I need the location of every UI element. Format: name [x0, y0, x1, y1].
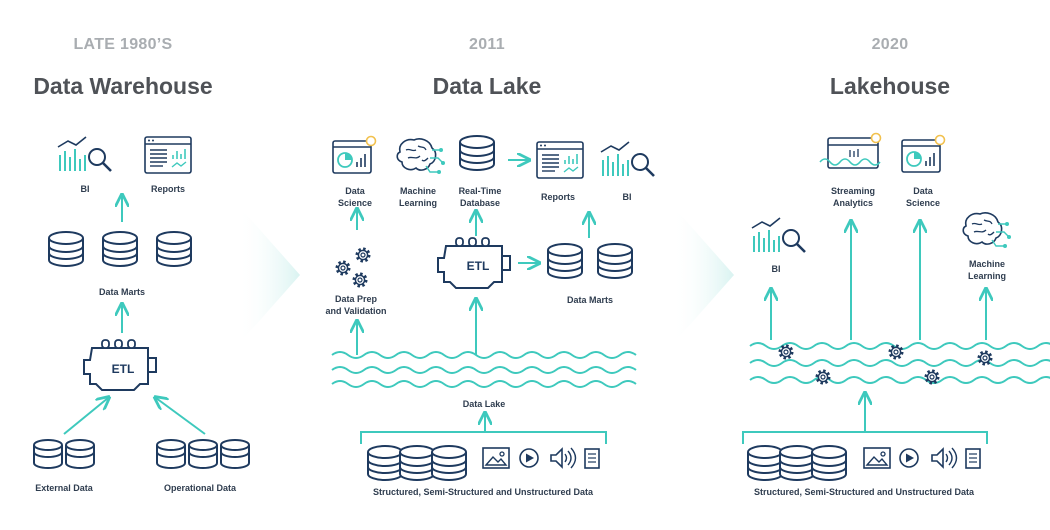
- lake-title: Data Lake: [432, 73, 542, 99]
- lakehouse-data-science-label: Data Science: [905, 186, 941, 208]
- image-icon: [863, 447, 891, 469]
- data-mart-db-icon: [547, 243, 583, 279]
- sources-bracket: [742, 431, 988, 444]
- data-mart-db-icon: [156, 231, 192, 267]
- video-icon: [519, 448, 539, 468]
- lakehouse-machine-learning-label: Machine Learning: [967, 259, 1006, 281]
- data-science-icon: [332, 135, 377, 174]
- operational-db-icon: [156, 439, 186, 469]
- lake-era: 2011: [469, 36, 505, 53]
- realtime-database-icon: [459, 135, 495, 171]
- warehouse-title: Data Warehouse: [33, 73, 213, 99]
- lake-machine-learning-label: Machine Learning: [398, 186, 437, 208]
- data-lake-waves: [331, 351, 637, 388]
- document-icon: [965, 448, 981, 469]
- lakehouse-sources-label: Structured, Semi-Structured and Unstruct…: [753, 487, 975, 497]
- warehouse-datamarts-label: Data Marts: [98, 287, 145, 297]
- source-db-icon: [747, 445, 783, 481]
- operational-db-icon: [188, 439, 218, 469]
- lake-reports-label: Reports: [540, 192, 575, 202]
- data-mart-db-icon: [48, 231, 84, 267]
- reports-icon: [536, 141, 584, 179]
- source-db-icon: [399, 445, 435, 481]
- external-db-icon: [65, 439, 95, 469]
- gears-icon: [335, 247, 371, 288]
- bi-icon: [599, 140, 656, 178]
- external-data-label: External Data: [35, 483, 93, 493]
- source-db-icon: [779, 445, 815, 481]
- data-lake-label: Data Lake: [462, 399, 506, 409]
- lakehouse-title: Lakehouse: [829, 73, 951, 99]
- audio-icon: [550, 447, 577, 469]
- video-icon: [899, 448, 919, 468]
- source-db-icon: [367, 445, 403, 481]
- lake-etl-label: ETL: [466, 259, 490, 273]
- operational-db-icon: [220, 439, 250, 469]
- data-science-icon: [901, 134, 946, 173]
- document-icon: [584, 448, 600, 469]
- warehouse-bi-label: BI: [80, 184, 90, 194]
- streaming-analytics-label: Streaming Analytics: [830, 186, 875, 208]
- operational-data-label: Operational Data: [163, 483, 237, 493]
- audio-icon: [931, 447, 958, 469]
- bi-icon: [750, 216, 807, 254]
- lake-realtime-db-label: Real-Time Database: [458, 186, 502, 208]
- lake-datamarts-label: Data Marts: [566, 295, 613, 305]
- warehouse-era: LATE 1980’S: [73, 36, 173, 53]
- reports-icon: [144, 136, 192, 174]
- lakehouse-era: 2020: [871, 36, 909, 53]
- lake-data-science-label: Data Science: [337, 186, 373, 208]
- warehouse-reports-label: Reports: [150, 184, 185, 194]
- sources-bracket: [360, 431, 607, 444]
- lake-sources-label: Structured, Semi-Structured and Unstruct…: [372, 487, 594, 497]
- arrow-operational-to-etl: [156, 398, 206, 435]
- chevron-arrow-1: [238, 205, 300, 345]
- chevron-arrow-2: [672, 205, 734, 345]
- data-mart-db-icon: [597, 243, 633, 279]
- image-icon: [482, 447, 510, 469]
- lakehouse-bi-label: BI: [771, 264, 781, 274]
- data-mart-db-icon: [102, 231, 138, 267]
- bi-icon: [56, 135, 113, 173]
- warehouse-etl-label: ETL: [111, 362, 135, 376]
- source-db-icon: [431, 445, 467, 481]
- streaming-analytics-icon: [819, 132, 882, 169]
- machine-learning-icon: [962, 212, 1012, 249]
- data-prep-label: Data Prep and Validation: [325, 294, 387, 316]
- external-db-icon: [33, 439, 63, 469]
- lake-bi-label: BI: [622, 192, 632, 202]
- machine-learning-icon: [396, 138, 446, 175]
- arrow-external-to-etl: [63, 398, 108, 435]
- source-db-icon: [811, 445, 847, 481]
